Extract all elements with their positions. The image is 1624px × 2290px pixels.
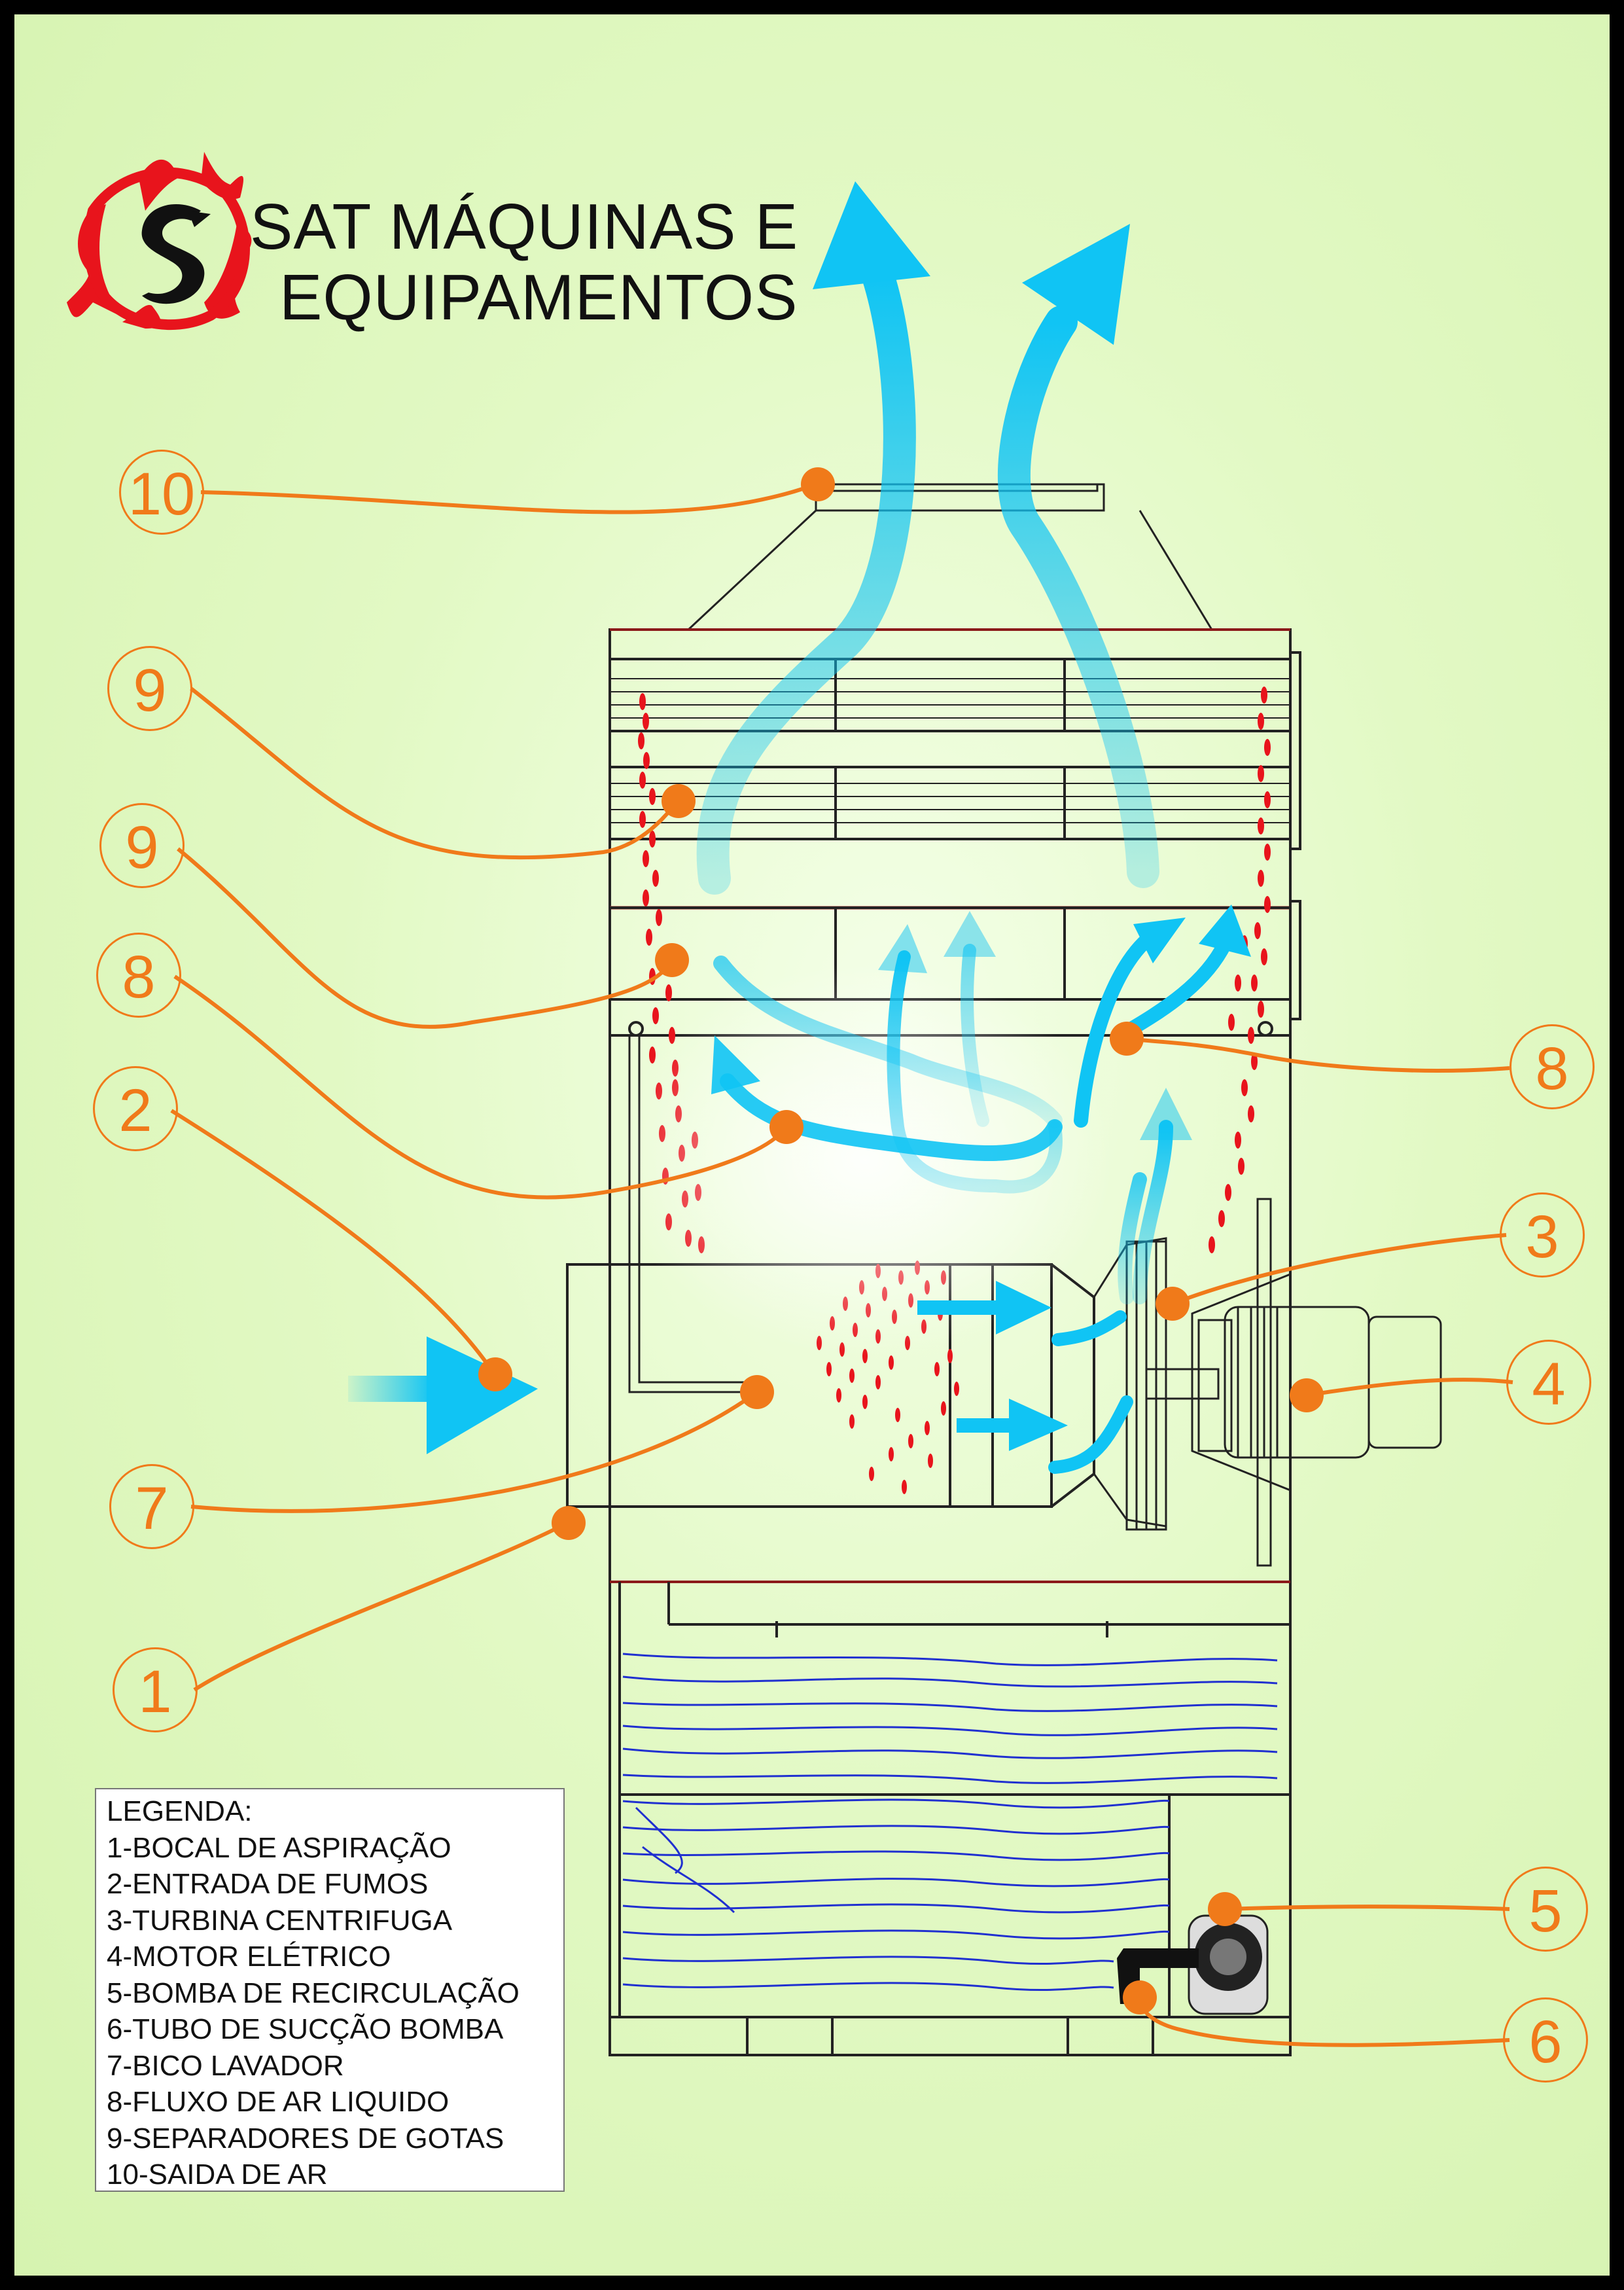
callout-5: 5 [1503, 1867, 1588, 1952]
legend-item: 10-SAIDA DE AR [107, 2158, 328, 2191]
legend-item: 1-BOCAL DE ASPIRAÇÃO [107, 1831, 451, 1864]
legend-item: 2-ENTRADA DE FUMOS [107, 1868, 429, 1900]
scrubber-diagram [67, 152, 1513, 2056]
legend-title: LEGENDA: [107, 1795, 253, 1827]
legend-item: 5-BOMBA DE RECIRCULAÇÃO [107, 1977, 520, 2009]
callout-dots [478, 467, 1324, 2014]
legend-item: 4-MOTOR ELÉTRICO [107, 1941, 391, 1973]
callout-6: 6 [1503, 1997, 1588, 2083]
legend-item: 8-FLUXO DE AR LIQUIDO [107, 2086, 450, 2118]
air-flow [348, 181, 1251, 1474]
callout-leaders [170, 482, 1513, 2047]
legend-list: 1-BOCAL DE ASPIRAÇÃO 2-ENTRADA DE FUMOS … [107, 1830, 563, 2191]
legend-item: 6-TUBO DE SUCÇÃO BOMBA [107, 2013, 504, 2045]
callout-2: 2 [93, 1066, 178, 1151]
callout-1: 1 [113, 1647, 198, 1732]
brand-logo [67, 152, 252, 331]
callout-7: 7 [109, 1464, 194, 1549]
callout-3: 3 [1500, 1192, 1585, 1278]
callout-9-upper: 9 [107, 646, 192, 731]
callout-4: 4 [1506, 1340, 1591, 1425]
callout-9-lower: 9 [99, 803, 185, 888]
recirculation-pump [1117, 1914, 1269, 2015]
legend-box: LEGENDA: 1-BOCAL DE ASPIRAÇÃO 2-ENTRADA … [95, 1788, 565, 2192]
brand-name-line2: EQUIPAMENTOS [279, 261, 798, 333]
callout-8-left: 8 [96, 933, 181, 1018]
brand-name-line1: SAT MÁQUINAS E [250, 190, 799, 262]
callout-8-right: 8 [1509, 1024, 1595, 1109]
callout-10: 10 [119, 450, 204, 535]
legend-item: 7-BICO LAVADOR [107, 2049, 344, 2082]
legend-item: 3-TURBINA CENTRIFUGA [107, 1904, 453, 1937]
legend-item: 9-SEPARADORES DE GOTAS [107, 2122, 504, 2155]
electric-motor [1197, 1306, 1442, 1459]
air-outlet-hood [687, 483, 1213, 631]
water-lines [622, 1653, 1278, 1991]
